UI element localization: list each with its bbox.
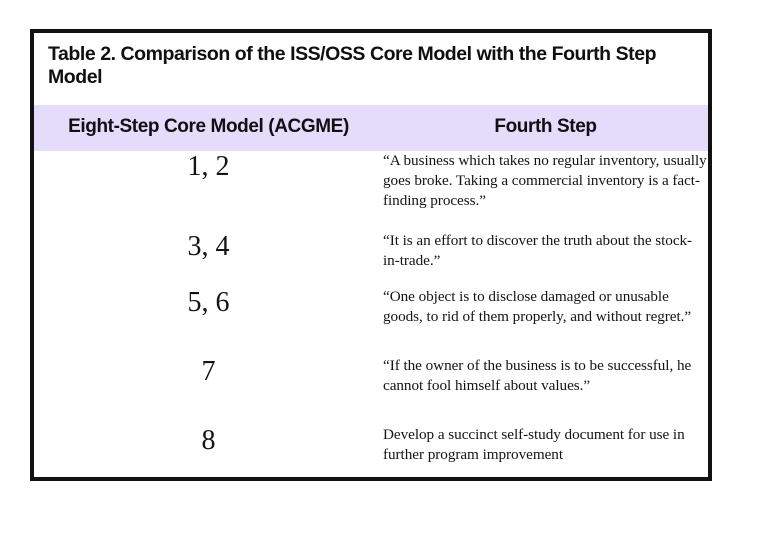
table-row: 1, 2 “A business which takes no regular … bbox=[34, 151, 708, 231]
cell-fourth-step: “If the owner of the business is to be s… bbox=[383, 357, 692, 394]
cell-core-model: 5, 6 bbox=[187, 287, 230, 318]
column-header-core-model: Eight-Step Core Model (ACGME) bbox=[68, 116, 349, 137]
cell-fourth-step: “One object is to disclose damaged or un… bbox=[383, 288, 692, 325]
table-body: 1, 2 “A business which takes no regular … bbox=[34, 151, 708, 477]
column-header-fourth-step: Fourth Step bbox=[494, 116, 597, 137]
cell-core-model: 1, 2 bbox=[187, 151, 230, 182]
table-row: 7 “If the owner of the business is to be… bbox=[34, 356, 708, 425]
cell-core-model: 3, 4 bbox=[187, 231, 230, 262]
table-title: Table 2. Comparison of the ISS/OSS Core … bbox=[34, 33, 708, 105]
table-row: 3, 4 “It is an effort to discover the tr… bbox=[34, 231, 708, 287]
cell-fourth-step: “It is an effort to discover the truth a… bbox=[383, 232, 693, 269]
table-container: Table 2. Comparison of the ISS/OSS Core … bbox=[30, 29, 712, 481]
cell-core-model: 8 bbox=[201, 425, 216, 456]
comparison-table: Eight-Step Core Model (ACGME) Fourth Ste… bbox=[34, 105, 708, 477]
cell-fourth-step: Develop a succinct self-study document f… bbox=[383, 426, 685, 463]
cell-core-model: 7 bbox=[201, 356, 216, 387]
cell-fourth-step: “A business which takes no regular inven… bbox=[383, 152, 707, 209]
table-row: 8 Develop a succinct self-study document… bbox=[34, 425, 708, 477]
table-row: 5, 6 “One object is to disclose damaged … bbox=[34, 287, 708, 356]
table-header-row: Eight-Step Core Model (ACGME) Fourth Ste… bbox=[34, 105, 708, 151]
